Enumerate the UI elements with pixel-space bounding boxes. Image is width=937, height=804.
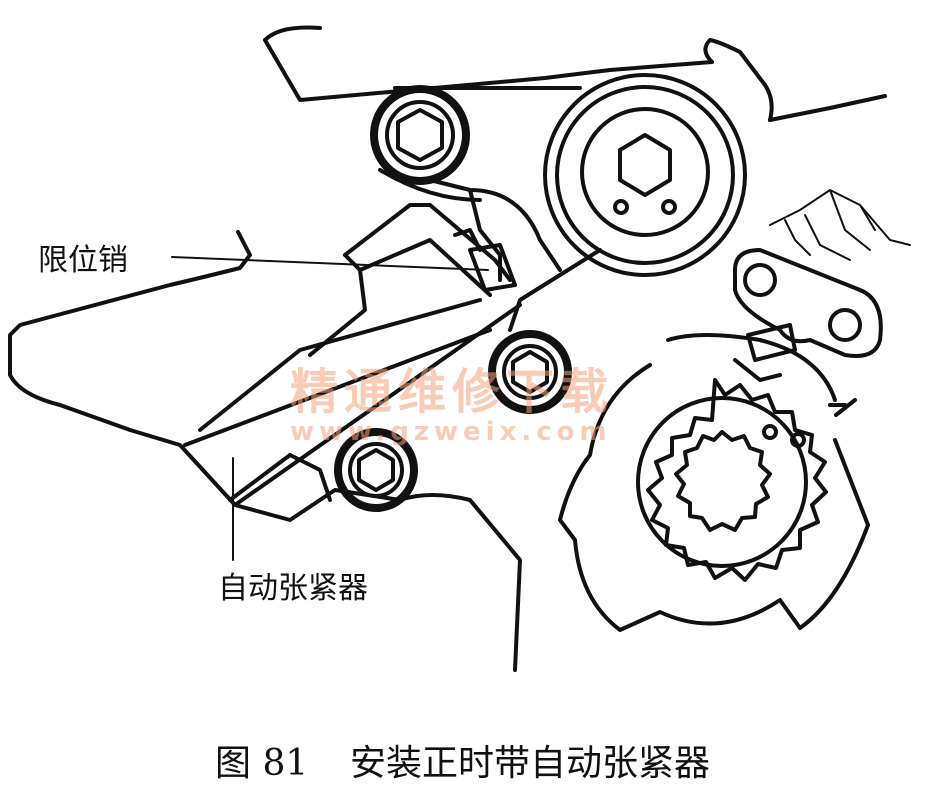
upper-idler-pulley [370,85,470,185]
watermark-text: 精通维修下载 [290,364,614,420]
stopper-pin [453,228,517,292]
crankshaft-sprocket [558,333,870,632]
housing-top-left-flange [263,25,887,122]
bracket-right [733,248,883,382]
auto-tensioner-body [308,203,512,357]
tensioner-plate-inner-edges [183,298,492,502]
camshaft-pulley [543,73,747,277]
stopper-pin-label: 限位销 [38,243,128,278]
lower-housing-left [288,453,332,502]
figure-caption: 安装正时带自动张紧器 [350,743,710,784]
figure-number: 图 81 [215,743,308,784]
tensioner-plate-outline [8,230,522,507]
tensioner-pulley [488,330,572,414]
watermark-url: www.gzweix.com [290,417,612,447]
lower-housing-outline [233,488,522,672]
tensioner-bracket [428,178,562,282]
wire-harness [769,188,911,261]
housing-top-edge [263,38,774,122]
stopper-pin-leader-line [171,256,489,271]
auto-tensioner-label: 自动张紧器 [218,571,368,606]
